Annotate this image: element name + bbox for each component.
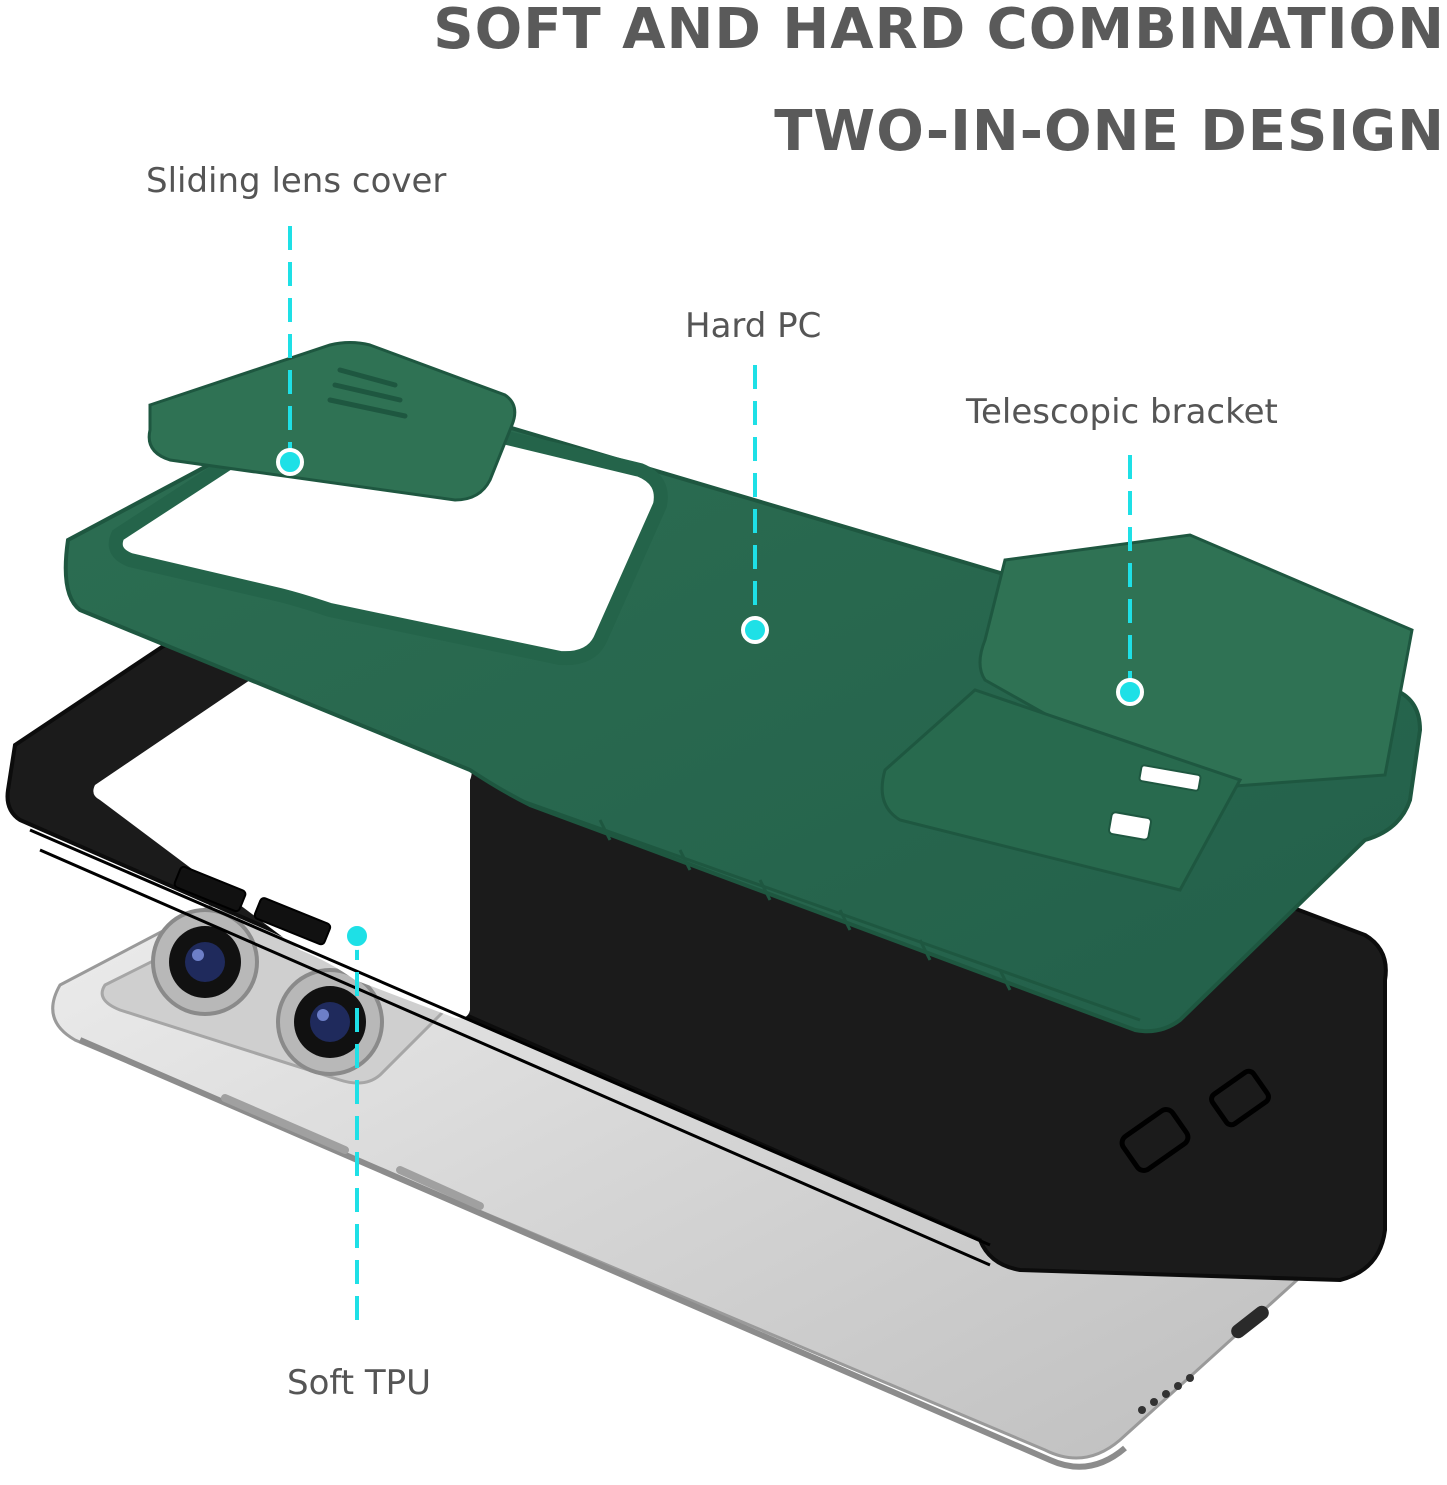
leader-lines xyxy=(288,226,1132,1330)
camera-lens-icon xyxy=(276,968,384,1076)
callout-dot-soft-tpu xyxy=(343,922,371,950)
headline-line-2: TWO-IN-ONE DESIGN xyxy=(774,99,1445,164)
hard-pc-case xyxy=(63,341,1423,1034)
callout-bracket: Telescopic bracket xyxy=(966,392,1278,432)
callout-soft-tpu: Soft TPU xyxy=(287,1363,432,1403)
callout-hard-pc: Hard PC xyxy=(685,306,822,346)
telescopic-bracket xyxy=(978,533,1414,792)
speaker-grille-icon xyxy=(1138,1374,1194,1414)
callout-dot-lens-cover xyxy=(276,448,304,476)
callout-dot-hard-pc xyxy=(741,616,769,644)
headline-line-1: SOFT AND HARD COMBINATION xyxy=(433,0,1445,62)
camera-lens-icon xyxy=(151,908,259,1016)
sliding-lens-cover xyxy=(147,341,517,502)
soft-tpu-case xyxy=(5,545,1388,1283)
callout-lens-cover: Sliding lens cover xyxy=(146,161,447,201)
usb-port-icon xyxy=(1231,1305,1269,1339)
callout-dot-bracket xyxy=(1116,678,1144,706)
